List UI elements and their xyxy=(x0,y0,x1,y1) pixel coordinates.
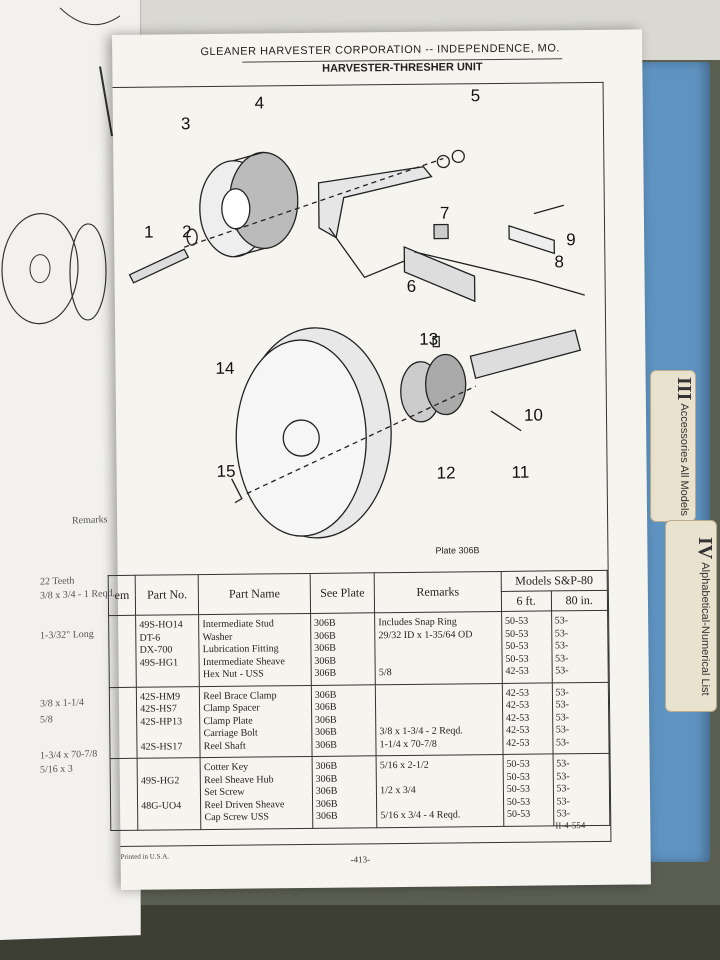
left-note: 3/8 x 3/4 - 1 Reqd. xyxy=(40,587,115,602)
model-80in-cell: 53- 53- 53- 53- 53- xyxy=(552,753,610,826)
left-note: 1-3/32" Long xyxy=(40,628,94,642)
item-cell xyxy=(108,615,137,688)
parts-table: em Part No. Part Name See Plate Remarks … xyxy=(108,570,611,831)
col-6ft: 6 ft. xyxy=(501,590,552,612)
company-header: GLEANER HARVESTER CORPORATION -- INDEPEN… xyxy=(200,42,560,59)
callout-13: 13 xyxy=(419,329,439,349)
callout-5: 5 xyxy=(470,86,481,106)
callout-7: 7 xyxy=(439,203,450,223)
plate-cell: 306B 306B 306B 306B 306B xyxy=(311,755,378,828)
part-name-cell: Reel Brace Clamp Clamp Spacer Clamp Plat… xyxy=(199,684,312,758)
page-code: II-4-554 xyxy=(555,820,586,831)
part-name-cell: Cotter Key Reel Sheave Hub Set Screw Ree… xyxy=(200,756,313,830)
remarks-cell: 3/8 x 1-3/4 - 2 Reqd. 1-1/4 x 70-7/8 xyxy=(375,682,503,756)
left-page-diagram xyxy=(1,7,121,325)
index-tab-iii[interactable]: III Accessories All Models xyxy=(650,370,696,522)
tab-iii-numeral: III xyxy=(673,376,695,400)
callout-1: 1 xyxy=(143,222,154,242)
page-number: -413- xyxy=(350,854,371,865)
tab-iv-label: Alphabetical-Numerical List xyxy=(699,562,711,696)
callout-12: 12 xyxy=(436,463,456,483)
left-note: 5/8 xyxy=(40,714,53,726)
item-cell xyxy=(110,758,138,831)
left-note: 1-3/4 x 70-7/8 xyxy=(40,748,98,762)
left-note: 3/8 x 1-1/4 xyxy=(40,697,84,710)
plate-cell: 306B 306B 306B 306B 306B xyxy=(311,684,377,757)
tab-iv-numeral: IV xyxy=(694,536,716,559)
callout-4: 4 xyxy=(254,93,265,113)
model-80in-cell: 53- 53- 53- 53- 53- xyxy=(551,610,609,683)
model-6ft-cell: 42-53 42-53 42-53 42-53 42-53 xyxy=(502,682,553,755)
item-cell xyxy=(109,686,138,759)
plate-label: Plate 306B xyxy=(435,545,480,556)
callout-14: 14 xyxy=(215,358,235,378)
callout-3: 3 xyxy=(180,114,191,134)
left-note: 5/16 x 3 xyxy=(40,763,73,776)
exploded-parts-diagram xyxy=(128,149,585,539)
callout-15: 15 xyxy=(216,461,236,481)
remarks-cell: 5/16 x 2-1/2 1/2 x 3/4 5/16 x 3/4 - 4 Re… xyxy=(376,754,504,828)
model-6ft-cell: 50-53 50-53 50-53 50-53 42-53 xyxy=(501,610,552,683)
callout-9: 9 xyxy=(566,230,576,250)
col-item: em xyxy=(108,575,136,616)
col-part-name: Part Name xyxy=(198,573,311,615)
col-remarks: Remarks xyxy=(374,571,502,613)
model-80in-cell: 53- 53- 53- 53- 53- xyxy=(551,681,610,754)
callout-11: 11 xyxy=(511,462,530,482)
part-no-cell: 49S-HG2 48G-UO4 xyxy=(137,757,202,830)
left-note: 22 Teeth xyxy=(40,575,75,588)
callout-2: 2 xyxy=(181,222,192,242)
table-row-group: 49S-HO14 DT-6 DX-700 49S-HG1 Intermediat… xyxy=(108,610,609,688)
tab-iii-label: Accessories All Models xyxy=(678,402,690,516)
plate-cell: 306B 306B 306B 306B 306B xyxy=(310,612,376,685)
callout-10: 10 xyxy=(523,405,544,425)
unit-header: HARVESTER-THRESHER UNIT xyxy=(242,58,563,76)
part-name-cell: Intermediate Stud Washer Lubrication Fit… xyxy=(198,613,312,687)
col-models: Models S&P-80 xyxy=(500,570,608,592)
col-80in: 80 in. xyxy=(550,590,608,611)
printed-note: Printed in U.S.A. xyxy=(120,852,170,861)
model-6ft-cell: 50-53 50-53 50-53 50-53 50-53 xyxy=(502,753,554,826)
callout-8: 8 xyxy=(554,252,564,272)
catalog-page: GLEANER HARVESTER CORPORATION -- INDEPEN… xyxy=(108,29,651,890)
col-see-plate: See Plate xyxy=(309,572,375,614)
part-no-cell: 42S-HM9 42S-HS7 42S-HP13 42S-HS17 xyxy=(136,686,201,759)
remarks-cell: Includes Snap Ring 29/32 ID x 1-35/64 OD… xyxy=(374,611,503,685)
index-tab-iv[interactable]: IV Alphabetical-Numerical List xyxy=(665,520,717,712)
col-part-no: Part No. xyxy=(135,574,199,616)
part-no-cell: 49S-HO14 DT-6 DX-700 49S-HG1 xyxy=(135,614,200,687)
table-row-group: 49S-HG2 48G-UO4 Cotter Key Reel Sheave H… xyxy=(110,753,610,831)
left-facing-page: Remarks 22 Teeth 3/8 x 3/4 - 1 Reqd. 1-3… xyxy=(0,0,141,940)
callout-6: 6 xyxy=(406,276,417,296)
left-col-head: Remarks xyxy=(72,514,108,527)
